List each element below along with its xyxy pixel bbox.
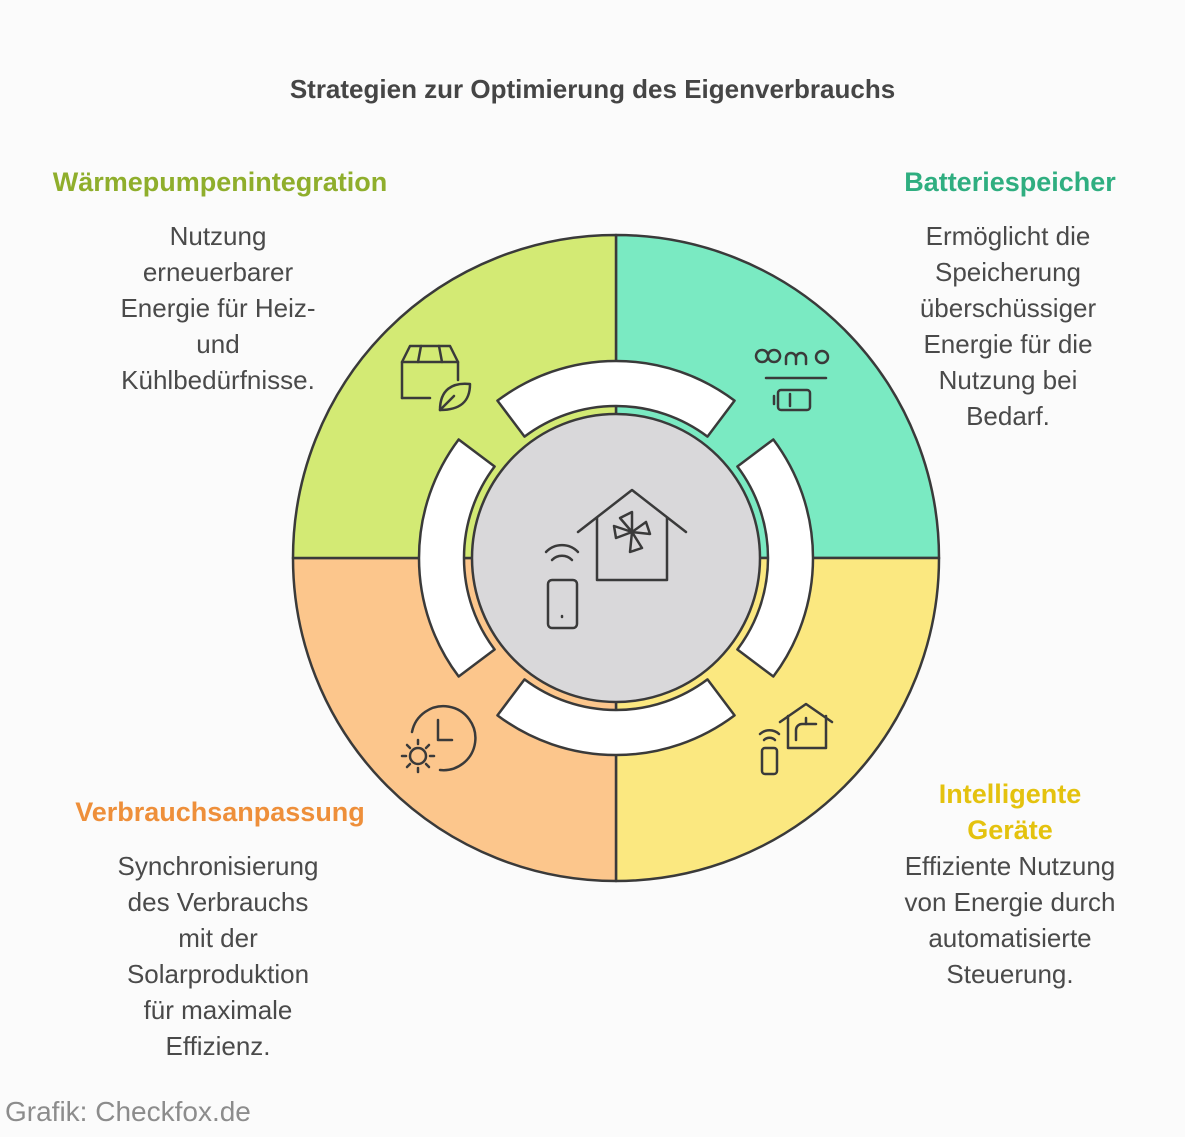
battery-icon	[754, 348, 830, 412]
diagram-title: Strategien zur Optimierung des Eigenverb…	[289, 74, 896, 104]
heading-verbrauchsanpassung: Verbrauchsanpassung	[75, 797, 365, 827]
box-leaf-icon	[400, 344, 472, 412]
ring-cutout	[496, 359, 736, 438]
ring-cutout	[736, 438, 815, 678]
ring-cutout	[417, 438, 496, 678]
heading-intelligente-geraete: Intelligente Geräte	[938, 779, 1082, 845]
heading-batteriespeicher: Batteriespeicher	[904, 167, 1116, 197]
center-circle	[470, 412, 762, 704]
sun-clock-icon	[400, 705, 477, 774]
smart-home-fan-icon	[544, 488, 688, 630]
description-verbrauchsanpassung: Synchronisierung des Verbrauchs mit der …	[117, 851, 319, 1061]
description-batteriespeicher: Ermöglicht die Speicherung überschüssige…	[919, 221, 1097, 431]
heading-waermepumpe: Wärmepumpenintegration	[52, 167, 388, 197]
smart-faucet-icon	[758, 702, 834, 776]
description-intelligente-geraete: Effiziente Nutzung von Energie durch aut…	[904, 851, 1116, 989]
source-credit: Grafik: Checkfox.de	[5, 1096, 251, 1127]
description-waermepumpe: Nutzung erneuerbarer Energie für Heiz- u…	[120, 221, 316, 395]
ring-cutout	[496, 678, 736, 757]
